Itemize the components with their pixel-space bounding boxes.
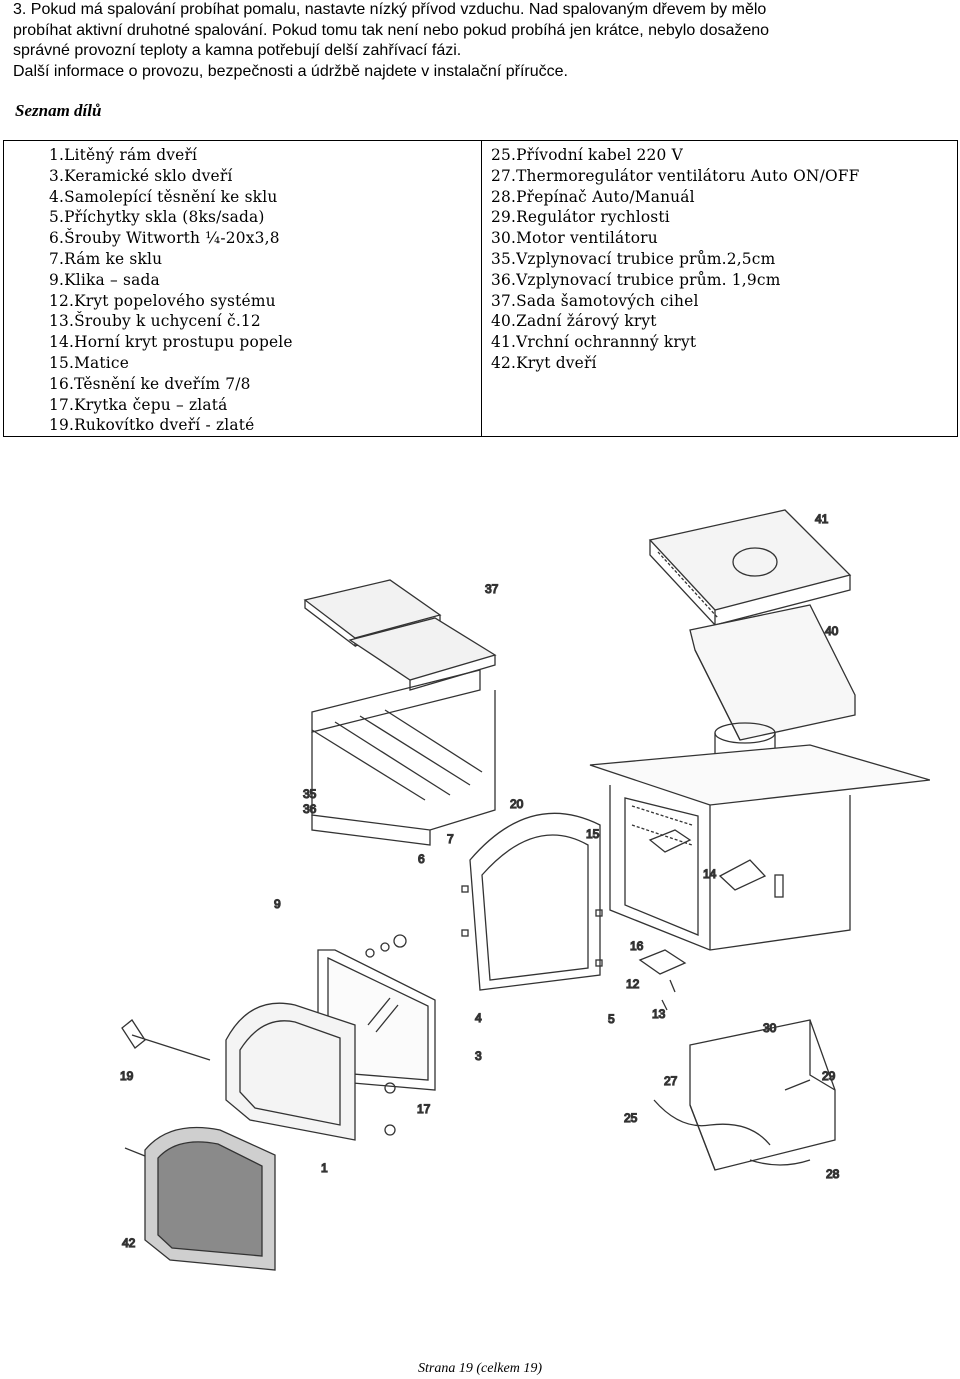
part-item: 29.Regulátor rychlosti [491,208,670,227]
part-item: 19.Rukovítko dveří - zlaté [49,416,255,435]
callout-label: 3 [475,1049,482,1063]
gasification-tubes-part [311,669,496,846]
part-item: 30.Motor ventilátoru [491,229,658,248]
part-item: 6.Šrouby Witworth ¼-20x3,8 [49,229,280,248]
callout-label: 16 [630,939,644,953]
part-item: 4.Samolepící těsnění ke sklu [49,187,278,206]
intro-line: 3. Pokud má spalování probíhat pomalu, n… [13,1,767,18]
part-item: 27.Thermoregulátor ventilátoru Auto ON/O… [491,166,860,185]
section-title: Seznam dílů [15,101,102,120]
callout-label: 5 [608,1012,615,1026]
callout-label: 19 [120,1069,134,1083]
callout-label: 17 [417,1102,431,1116]
part-item: 25.Přívodní kabel 220 V [491,146,683,164]
cast-door-part [225,1002,396,1141]
part-item: 42.Kryt dveří [491,353,597,372]
part-item: 14.Horní kryt prostupu popele [49,333,293,352]
parts-column-right: 25.Přívodní kabel 220 V 27.Thermoregulát… [481,139,958,438]
stove-body [589,722,930,951]
callout-label: 1 [321,1161,328,1175]
callout-label: 13 [652,1007,666,1021]
parts-table: 1.Litěný rám dveří 3.Keramické sklo dveř… [3,139,958,438]
callout-label: 35 [303,787,317,801]
part-item: 40.Zadní žárový kryt [491,312,657,331]
part-item: 5.Příchytky skla (8ks/sada) [49,208,265,227]
part-item: 7.Rám ke sklu [49,249,163,268]
part-item: 37.Sada šamotových cihel [491,291,699,310]
intro-line: správné provozní teploty a kamna potřebu… [13,42,462,59]
parts-column-left: 1.Litěný rám dveří 3.Keramické sklo dveř… [3,139,482,438]
part-item: 17.Krytka čepu – zlatá [49,395,228,414]
callout-label: 30 [763,1021,777,1035]
callout-label: 41 [815,512,829,526]
callout-label: 15 [586,827,600,841]
intro-text: 3. Pokud má spalování probíhat pomalu, n… [13,0,953,82]
ash-cover-part [638,949,687,1011]
callout-label: 27 [664,1074,678,1088]
door-screen-part [124,1126,276,1271]
part-item: 41.Vrchní ochrannný kryt [491,333,697,352]
part-item: 9.Klika – sada [49,270,160,289]
callout-label: 6 [418,852,425,866]
callout-label: 25 [624,1111,638,1125]
page-footer: Strana 19 (celkem 19) [417,1361,543,1376]
part-item: 13.Šrouby k uchycení č.12 [49,312,261,331]
intro-line: Další informace o provozu, bezpečnosti a… [13,62,568,80]
callout-label: 4 [475,1011,482,1025]
part-item: 3.Keramické sklo dveří [49,166,233,185]
parts-list-left: 1.Litěný rám dveří 3.Keramické sklo dveř… [4,145,481,436]
callout-label: 12 [626,977,640,991]
callout-label: 7 [447,832,454,846]
door-handle-part [121,934,407,1061]
parts-list-right: 25.Přívodní kabel 220 V 27.Thermoregulát… [482,145,957,374]
top-cover-part [648,509,852,627]
part-item: 15.Matice [49,353,130,372]
callout-label: 20 [510,797,524,811]
callout-label: 37 [485,582,499,596]
callout-label: 42 [122,1236,136,1250]
fan-assembly-part [653,1019,836,1171]
part-item: 35.Vzplynovací trubice prům.2,5cm [491,249,776,268]
callout-label: 28 [826,1167,840,1181]
callout-label: 29 [822,1069,836,1083]
part-item: 28.Přepínač Auto/Manuál [491,187,695,206]
rear-heat-shield-part [689,604,856,741]
intro-line: probíhat aktivní druhotné spalování. Pok… [13,21,770,39]
part-item: 16.Těsnění ke dveřím 7/8 [49,374,251,393]
callout-label: 36 [303,802,317,816]
part-item: 12.Kryt popelového systému [49,291,276,310]
exploded-stove-diagram: 41 40 37 35 36 20 15 7 6 14 9 16 12 13 4… [50,480,930,1310]
part-item: 36.Vzplynovací trubice prům. 1,9cm [491,270,781,289]
part-item: 1.Litěný rám dveří [49,146,198,164]
callout-label: 40 [825,624,839,638]
callout-label: 9 [274,897,281,911]
door-frame-part [461,812,603,991]
callout-label: 14 [703,867,717,881]
